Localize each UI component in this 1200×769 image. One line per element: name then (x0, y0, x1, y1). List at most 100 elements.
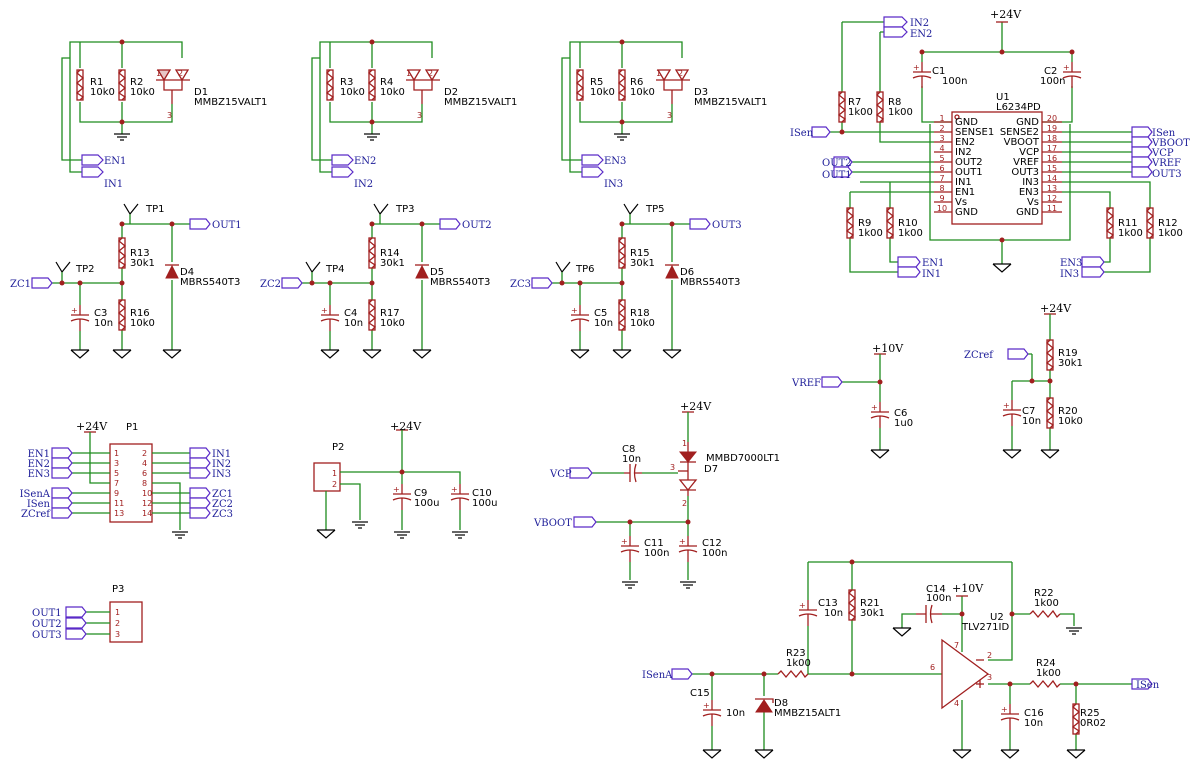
u1-pin-name: EN1 (955, 187, 975, 198)
u1-pin-name: OUT3 (1011, 167, 1039, 178)
u1-pin-name: VBOOT (1004, 137, 1040, 148)
r2-value: 10k0 (130, 87, 155, 98)
r7-ref: R7 (848, 97, 861, 108)
r22-value: 1k00 (1034, 598, 1059, 609)
p1-pin-number: 6 (142, 469, 147, 478)
zc-channel-2: TP3 OUT2 R14 30k1 D5 MBRS540T3 ZC2 TP4 C… (260, 203, 492, 359)
r4-ref: R4 (380, 77, 393, 88)
svg-text:2: 2 (678, 69, 683, 78)
u1-in3-net: IN3 (1060, 269, 1079, 280)
in3-net: IN3 (604, 179, 623, 190)
boot-vboot-net: VBOOT (533, 518, 572, 529)
c7-ref: C7 (1022, 406, 1035, 417)
c4-value: 10n (344, 318, 363, 329)
svg-text:3: 3 (987, 673, 992, 682)
d4-part: MBRS540T3 (180, 277, 240, 288)
u1-pin-number: 18 (1047, 134, 1057, 143)
p1-pin-number: 1 (114, 449, 119, 458)
r18-ref: R18 (630, 308, 650, 319)
r13-value: 30k1 (130, 258, 155, 269)
r23-value: 1k00 (786, 658, 811, 669)
r2-ref: R2 (130, 77, 143, 88)
u1-pin-number: 7 (939, 174, 944, 183)
d8-part: MMBZ15ALT1 (774, 708, 841, 719)
u1-pin-name: IN3 (1022, 177, 1039, 188)
p1-pin-number: 2 (142, 449, 147, 458)
u1-pin-name: SENSE2 (1000, 127, 1039, 138)
u1-en1-net: EN1 (922, 258, 944, 269)
r11-ref: R11 (1118, 218, 1138, 229)
r10-value: 1k00 (898, 228, 923, 239)
p1-pin-number: 8 (142, 479, 147, 488)
r18-value: 10k0 (630, 318, 655, 329)
c3-value: 10n (94, 318, 113, 329)
zcref-supply: +24V (1040, 302, 1072, 315)
amp-supply: +10V (952, 582, 984, 595)
p1-right-net: ZC1 (212, 489, 233, 500)
c8-value: 10n (622, 454, 641, 465)
u1-out1-net: OUT1 (822, 170, 852, 181)
c7-value: 10n (1022, 416, 1041, 427)
vref-supply: +10V (872, 342, 904, 355)
r21-value: 30k1 (860, 608, 885, 619)
p3-connector: P3 OUT1 OUT2 OUT3 1 2 3 (32, 584, 143, 643)
c15-ref: C15 (690, 688, 710, 699)
c1-ref: C1 (932, 66, 945, 77)
c2-value: 100n (1040, 76, 1065, 87)
r6-ref: R6 (630, 77, 643, 88)
p1-pin-number: 13 (114, 509, 124, 518)
zc3-net: ZC3 (510, 279, 531, 290)
r6-value: 10k0 (630, 87, 655, 98)
p1-pin-number: 5 (114, 469, 119, 478)
u1-part: L6234PD (996, 102, 1041, 113)
p1-pin-number: 4 (142, 459, 147, 468)
c5-value: 10n (594, 318, 613, 329)
r12-ref: R12 (1158, 218, 1178, 229)
d7-part: MMBD7000LT1 (706, 453, 780, 464)
r11-value: 1k00 (1118, 228, 1143, 239)
u1-pin-number: 19 (1047, 124, 1057, 133)
r17-value: 10k0 (380, 318, 405, 329)
svg-text:3: 3 (670, 463, 675, 472)
r24-value: 1k00 (1036, 668, 1061, 679)
c6-ref: C6 (894, 408, 907, 419)
svg-text:1: 1 (156, 69, 161, 78)
u1-pin-number: 12 (1047, 194, 1057, 203)
r8-ref: R8 (888, 97, 901, 108)
r23-ref: R23 (786, 648, 806, 659)
c3-ref: C3 (94, 308, 107, 319)
u1-supply: +24V (990, 8, 1022, 21)
svg-text:2: 2 (682, 499, 687, 508)
en3-net: EN3 (604, 156, 626, 167)
p1-right-net: IN3 (212, 469, 231, 480)
r24-ref: R24 (1036, 658, 1056, 669)
amp-isena-net: ISenA (642, 670, 673, 681)
p3-out2-net: OUT2 (32, 619, 62, 630)
c6-value: 1u0 (894, 418, 913, 429)
r16-ref: R16 (130, 308, 150, 319)
u1-pin-number: 5 (939, 154, 944, 163)
vref-net: VREF (791, 378, 821, 389)
svg-text:3: 3 (167, 111, 172, 120)
p1-pin-number: 14 (142, 509, 152, 518)
u1-pin-number: 20 (1047, 114, 1057, 123)
p1-left-net: EN2 (28, 459, 50, 470)
u1-out2-net: OUT2 (822, 158, 852, 169)
svg-text:3: 3 (417, 111, 422, 120)
u1-vboot-net: VBOOT (1151, 138, 1190, 149)
r15-value: 30k1 (630, 258, 655, 269)
u1-pin-name: EN3 (1019, 187, 1039, 198)
en1-net: EN1 (104, 156, 126, 167)
c12-value: 100n (702, 548, 727, 559)
c1-value: 100n (942, 76, 967, 87)
bootstrap-block: +24V MMBD7000LT1 D7 1 2 3 C8 10n VCP VBO… (533, 400, 780, 589)
svg-text:1: 1 (656, 69, 661, 78)
u1-pin-name: OUT2 (955, 157, 983, 168)
u1-pin-number: 8 (939, 184, 944, 193)
r3-value: 10k0 (340, 87, 365, 98)
out2-net: OUT2 (462, 220, 492, 231)
c14-value: 100n (926, 593, 951, 604)
zcref-net: ZCref (964, 350, 994, 361)
u1-pin-name: OUT1 (955, 167, 983, 178)
p3-out1-net: OUT1 (32, 608, 62, 619)
